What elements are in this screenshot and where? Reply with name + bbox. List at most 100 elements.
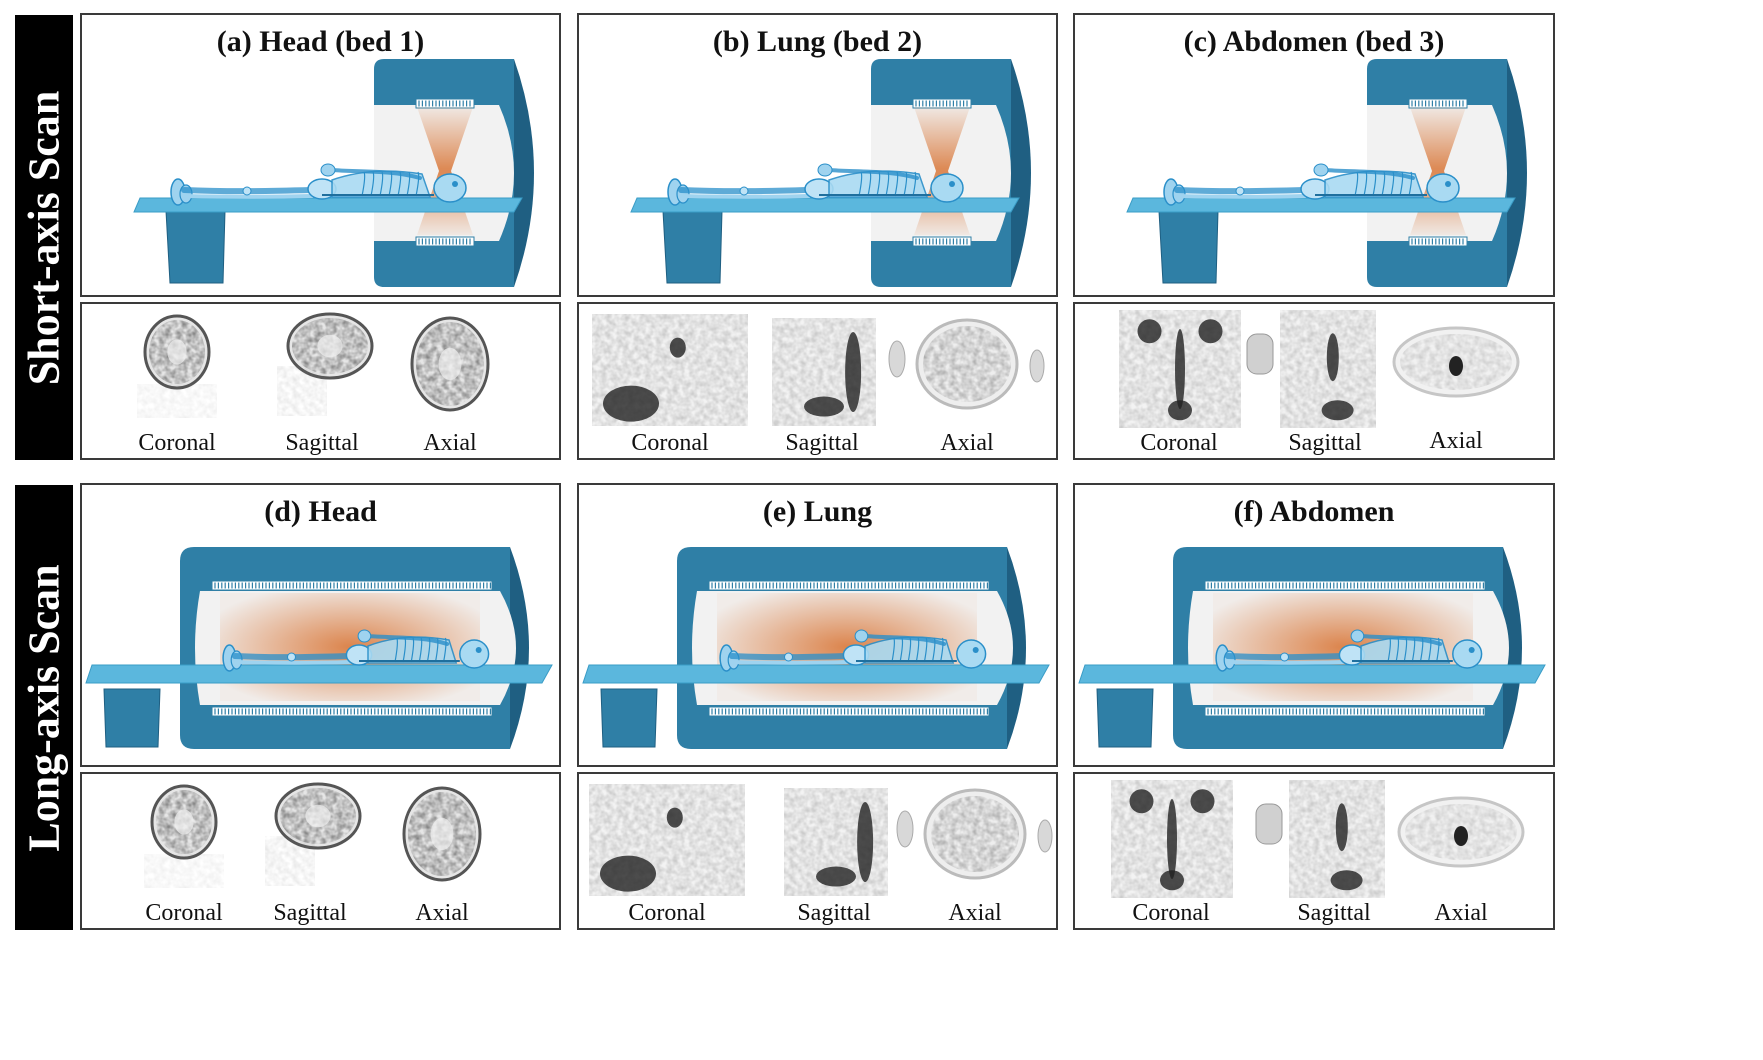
sagittal-slice <box>286 312 374 380</box>
patient-bed <box>630 197 1020 213</box>
row-label-text: Short-axis Scan <box>19 90 69 385</box>
coronal-label: Coronal <box>145 900 223 926</box>
pet-images-panel-abdomen-short: Coronal Sagittal Axial <box>1073 302 1555 460</box>
panel-title: (b) Lung (bed 2) <box>712 25 923 58</box>
axial-label: Axial <box>423 430 477 456</box>
scanner-panel-abdomen-long: (f) Abdomen <box>1073 483 1555 767</box>
pet-slices <box>592 314 1045 426</box>
panel-title: (e) Lung <box>762 495 873 528</box>
scanner-panel-head-short: (a) Head (bed 1) <box>80 13 561 297</box>
scanner-panel-head-long: (d) Head <box>80 483 561 767</box>
detector-ring <box>708 580 990 591</box>
bed-pedestal <box>600 688 658 748</box>
patient-skeleton <box>719 629 987 672</box>
coronal-label: Coronal <box>628 900 706 926</box>
detector-ring <box>708 706 990 717</box>
sagittal-label: Sagittal <box>1288 430 1362 456</box>
gantry-side <box>1007 547 1026 749</box>
axial-label: Axial <box>1429 428 1483 454</box>
axial-label: Axial <box>948 900 1002 926</box>
coronal-label: Coronal <box>1140 430 1218 456</box>
axial-texture <box>931 796 1019 872</box>
patient-skeleton <box>170 163 467 206</box>
pet-slices <box>589 784 1053 896</box>
patient-skeleton <box>1215 629 1483 672</box>
coronal-slice <box>1111 780 1233 898</box>
sagittal-label: Sagittal <box>1297 900 1371 926</box>
sagittal-label: Sagittal <box>785 430 859 456</box>
gantry-side <box>1503 547 1522 749</box>
scanner-diagram <box>1078 547 1546 749</box>
scanner-diagram <box>582 547 1050 749</box>
axial-hotspot <box>1454 826 1468 846</box>
row-label-long-axis: Long-axis Scan <box>15 485 73 930</box>
sagittal-slice <box>772 318 876 426</box>
sagittal-slice <box>784 788 888 896</box>
panel-title: (f) Abdomen <box>1233 495 1395 528</box>
bed-pedestal <box>165 210 226 284</box>
gantry-side <box>514 59 534 287</box>
patient-bed <box>133 197 523 213</box>
scanner-diagram <box>630 59 1031 287</box>
patient-bed <box>582 664 1050 684</box>
bed-pedestal <box>662 210 723 284</box>
coronal-label: Coronal <box>1132 900 1210 926</box>
gantry-side <box>1507 59 1527 287</box>
axial-label: Axial <box>1434 900 1488 926</box>
coronal-slice <box>592 314 748 426</box>
scanner-panel-lung-short: (b) Lung (bed 2) <box>577 13 1058 297</box>
detector-ring <box>415 236 475 247</box>
patient-bed <box>1126 197 1516 213</box>
bed-pedestal <box>103 688 161 748</box>
bed-pedestal <box>1158 210 1219 284</box>
gantry-side <box>1011 59 1031 287</box>
scanner-panel-abdomen-short: (c) Abdomen (bed 3) <box>1073 13 1555 297</box>
bed-pedestal <box>1096 688 1154 748</box>
sagittal-face <box>265 836 315 886</box>
axial-slice <box>402 786 482 882</box>
panel-title: (c) Abdomen (bed 3) <box>1183 25 1445 58</box>
coronal-slice <box>143 314 211 390</box>
patient-bed <box>1078 664 1546 684</box>
sagittal-slice <box>274 782 362 850</box>
row-label-short-axis: Short-axis Scan <box>15 15 73 460</box>
detector-ring <box>912 98 972 109</box>
detector-ring <box>211 706 493 717</box>
detector-ring <box>1204 706 1486 717</box>
sagittal-label: Sagittal <box>273 900 347 926</box>
axial-arm-left <box>888 340 906 378</box>
coronal-neck <box>137 384 217 418</box>
scanner-diagram <box>133 59 534 287</box>
sagittal-slice <box>1280 310 1376 428</box>
pet-slices <box>1111 780 1525 898</box>
pet-slices <box>137 312 490 418</box>
panel-title: (d) Head <box>264 495 377 528</box>
axial-label: Axial <box>940 430 994 456</box>
patient-skeleton <box>1163 163 1460 206</box>
coronal-label: Coronal <box>631 430 709 456</box>
patient-skeleton <box>667 163 964 206</box>
pet-images-panel-head-long: Coronal Sagittal Axial <box>80 772 561 930</box>
pet-images-panel-lung-short: Coronal Sagittal Axial <box>577 302 1058 460</box>
pet-images-panel-abdomen-long: Coronal Sagittal Axial <box>1073 772 1555 930</box>
panel-title: (a) Head (bed 1) <box>216 25 425 58</box>
axial-texture <box>923 326 1011 402</box>
scanner-diagram <box>1126 59 1527 287</box>
sagittal-arm <box>1255 803 1283 845</box>
axial-slice <box>410 316 490 412</box>
axial-arm-right <box>1029 349 1045 383</box>
pet-slices <box>144 782 482 888</box>
axial-arm-left <box>896 810 914 848</box>
detector-ring <box>211 580 493 591</box>
sagittal-label: Sagittal <box>285 430 359 456</box>
scanner-diagram <box>85 547 553 749</box>
pet-images-panel-lung-long: Coronal Sagittal Axial <box>577 772 1058 930</box>
axial-label: Axial <box>415 900 469 926</box>
coronal-slice <box>150 784 218 860</box>
coronal-slice <box>589 784 745 896</box>
pet-slices <box>1119 310 1520 428</box>
scanner-panel-lung-long: (e) Lung <box>577 483 1058 767</box>
detector-ring <box>1204 580 1486 591</box>
row-label-text: Long-axis Scan <box>19 563 69 852</box>
detector-ring <box>415 98 475 109</box>
